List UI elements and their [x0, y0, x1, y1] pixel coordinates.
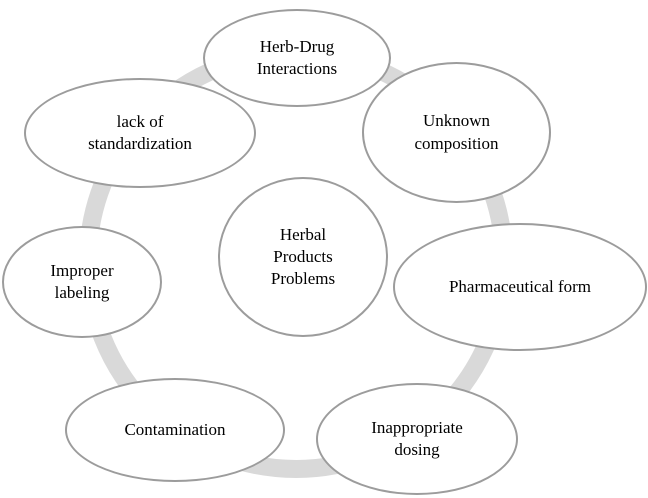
node-label: lack of standardization	[88, 111, 192, 153]
node-herb-drug-interactions: Herb-Drug Interactions	[203, 9, 391, 107]
node-improper-labeling: Improper labeling	[2, 226, 162, 338]
node-lack-of-standardization: lack of standardization	[24, 78, 256, 188]
node-pharmaceutical-form: Pharmaceutical form	[393, 223, 647, 351]
node-label: Herb-Drug Interactions	[256, 36, 338, 78]
node-label: Unknown composition	[414, 111, 499, 153]
node-label: Contamination	[124, 419, 226, 439]
node-label: Inappropriate dosing	[371, 417, 463, 459]
node-unknown-composition: Unknown composition	[362, 62, 551, 203]
node-herbal-products-problems: Herbal Products Problems	[218, 177, 388, 337]
node-label: Pharmaceutical form	[448, 276, 592, 296]
node-contamination: Contamination	[65, 378, 285, 482]
node-inappropriate-dosing: Inappropriate dosing	[316, 383, 518, 495]
node-label: Herbal Products Problems	[270, 224, 336, 289]
node-label: Improper labeling	[50, 260, 114, 302]
